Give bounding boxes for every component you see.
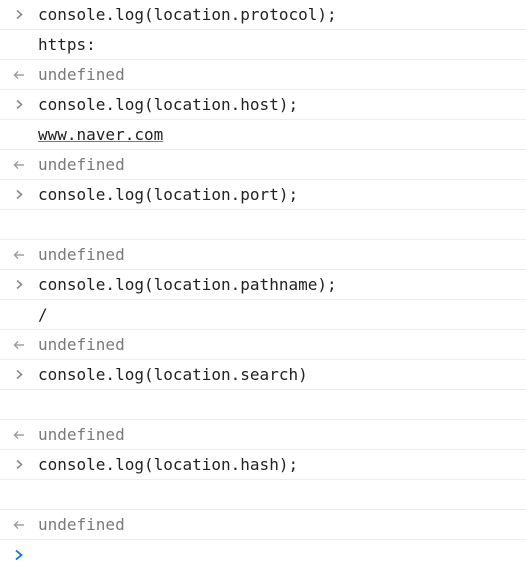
return-arrow-icon bbox=[11, 60, 27, 89]
console-log-row bbox=[0, 210, 526, 240]
console-log-row bbox=[0, 480, 526, 510]
return-arrow-icon bbox=[11, 420, 27, 449]
console-command-row: console.log(location.port); bbox=[0, 180, 526, 210]
console-command-text: console.log(location.port); bbox=[38, 185, 299, 204]
console-command-text: console.log(location.host); bbox=[38, 95, 299, 114]
console-log-row: www.naver.com bbox=[0, 120, 526, 150]
chevron-right-icon bbox=[11, 0, 27, 29]
prompt-chevron-icon bbox=[11, 540, 27, 570]
console-log-row: https: bbox=[0, 30, 526, 60]
console-input[interactable] bbox=[38, 544, 518, 566]
console-return-value: undefined bbox=[38, 155, 125, 174]
chevron-right-icon bbox=[11, 270, 27, 299]
return-arrow-icon bbox=[11, 240, 27, 269]
console-command-row: console.log(location.search) bbox=[0, 360, 526, 390]
console-log-text: https: bbox=[38, 35, 96, 54]
console-command-text: console.log(location.hash); bbox=[38, 455, 299, 474]
console-return-value: undefined bbox=[38, 515, 125, 534]
console-log-row: / bbox=[0, 300, 526, 330]
return-arrow-icon bbox=[11, 510, 27, 539]
console-return-value: undefined bbox=[38, 425, 125, 444]
console-log-text: / bbox=[38, 305, 48, 324]
console-prompt-row[interactable] bbox=[0, 540, 526, 570]
console-command-row: console.log(location.pathname); bbox=[0, 270, 526, 300]
console-return-row: undefined bbox=[0, 510, 526, 540]
console-return-value: undefined bbox=[38, 335, 125, 354]
console-return-row: undefined bbox=[0, 60, 526, 90]
console-return-value: undefined bbox=[38, 245, 125, 264]
console-command-row: console.log(location.host); bbox=[0, 90, 526, 120]
chevron-right-icon bbox=[11, 360, 27, 389]
console-command-text: console.log(location.pathname); bbox=[38, 275, 337, 294]
chevron-right-icon bbox=[11, 180, 27, 209]
console-messages: console.log(location.protocol); https: und… bbox=[0, 0, 526, 540]
console-command-row: console.log(location.protocol); bbox=[0, 0, 526, 30]
console-return-value: undefined bbox=[38, 65, 125, 84]
console-command-row: console.log(location.hash); bbox=[0, 450, 526, 480]
console-log-row bbox=[0, 390, 526, 420]
console-return-row: undefined bbox=[0, 330, 526, 360]
console-command-text: console.log(location.protocol); bbox=[38, 5, 337, 24]
console-return-row: undefined bbox=[0, 240, 526, 270]
return-arrow-icon bbox=[11, 150, 27, 179]
console-return-row: undefined bbox=[0, 150, 526, 180]
return-arrow-icon bbox=[11, 330, 27, 359]
chevron-right-icon bbox=[11, 90, 27, 119]
console-link[interactable]: www.naver.com bbox=[38, 125, 164, 144]
chevron-right-icon bbox=[11, 450, 27, 479]
console-return-row: undefined bbox=[0, 420, 526, 450]
console-command-text: console.log(location.search) bbox=[38, 365, 308, 384]
